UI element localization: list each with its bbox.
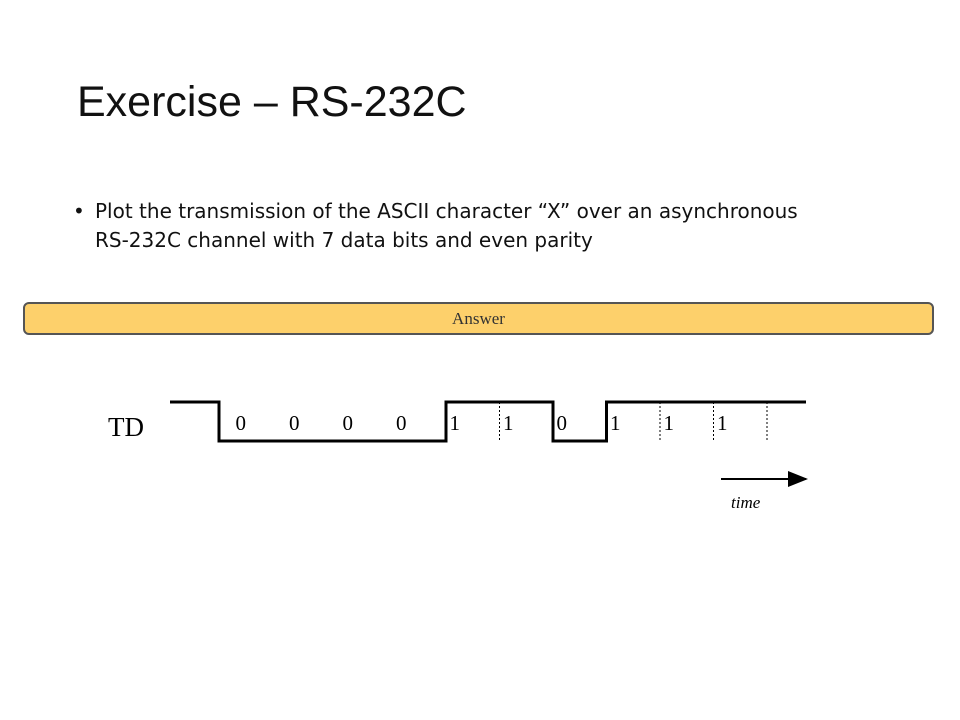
bit-labels: 0 0 0 0 1 1 0 1 1 1 [236,411,728,435]
bit-dividers [445,402,768,441]
bit-label: 0 [343,411,354,435]
answer-bar: Answer [23,302,934,335]
bit-label: 1 [503,411,514,435]
bit-label: 0 [236,411,247,435]
bullet-item: • Plot the transmission of the ASCII cha… [73,197,833,255]
bit-label: 1 [610,411,621,435]
time-label: time [731,493,761,512]
bullet-dot: • [73,199,85,223]
bit-label: 0 [396,411,407,435]
bit-label: 1 [450,411,461,435]
bit-label: 1 [717,411,728,435]
bit-label: 0 [289,411,300,435]
bullet-text: Plot the transmission of the ASCII chara… [95,199,798,252]
bit-label: 1 [664,411,675,435]
slide-title: Exercise – RS-232C [77,78,467,126]
waveform-line [170,400,806,443]
bit-label: 0 [557,411,568,435]
signal-label: TD [108,412,144,442]
